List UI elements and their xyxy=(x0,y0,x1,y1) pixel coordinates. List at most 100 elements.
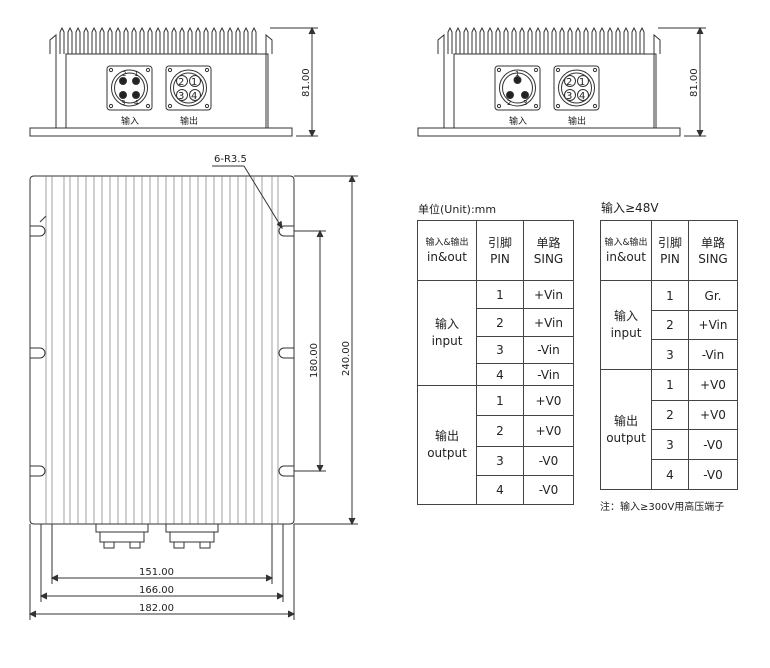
table1-h1-cn: 输入&输出 xyxy=(425,237,469,248)
table1-signal: -V0 xyxy=(523,446,574,476)
front-view-1 xyxy=(29,26,318,138)
fin xyxy=(139,26,145,54)
front-view-1-base xyxy=(29,127,293,137)
table-row: 2 +V0 xyxy=(418,415,574,447)
table2: 输入&输出 in&out 引脚 PIN 单路 SING 输入 input 1 G… xyxy=(600,220,738,490)
fin xyxy=(115,26,121,54)
front-view-2-body xyxy=(453,53,657,129)
table2-group-input-cn: 输入 xyxy=(613,309,638,323)
table2-group-output: 输出 output xyxy=(600,369,652,490)
table1-pin: 4 xyxy=(476,363,524,386)
table2-header-col1: 输入&输出 in&out xyxy=(600,220,652,281)
table2-signal: -Vin xyxy=(688,339,738,370)
table-row: 2 +V0 xyxy=(601,400,738,430)
table1-group-output: 输出 output xyxy=(417,385,477,505)
fin xyxy=(123,26,129,54)
table2-h1-cn: 输入&输出 xyxy=(604,237,648,248)
table1-h2-cn: 引脚 xyxy=(487,235,512,250)
fv1-output-label: 输出 xyxy=(180,115,198,127)
fin xyxy=(535,26,541,54)
dim-151 xyxy=(50,524,274,584)
fin xyxy=(187,26,193,54)
fin xyxy=(243,26,249,54)
table1-header-col3: 单路 SING xyxy=(523,220,574,281)
front-view-1-height-dimension xyxy=(270,26,318,138)
fin xyxy=(211,26,217,54)
fin xyxy=(559,26,565,54)
front-view-2-input-connector xyxy=(494,65,541,111)
fv2-out-pin-a: 2 xyxy=(566,77,572,88)
table-row: 2 +Vin xyxy=(601,310,738,340)
table1-pin: 2 xyxy=(476,308,524,337)
fin xyxy=(591,26,597,54)
fin xyxy=(511,26,517,54)
fv1-in-pin-b: 1 xyxy=(134,70,138,78)
front-view-1-body xyxy=(65,53,269,129)
fin xyxy=(463,26,469,54)
table1-signal: -Vin xyxy=(523,363,574,386)
table1-h3-cn: 单路 xyxy=(536,235,561,250)
fin xyxy=(163,26,169,54)
table1-pin: 1 xyxy=(476,280,524,309)
table1-pin: 3 xyxy=(476,336,524,364)
table2-signal: -V0 xyxy=(688,429,738,460)
table1-h3-en: SING xyxy=(533,251,564,266)
table1-h2-en: PIN xyxy=(490,251,510,266)
front-view-1-fins xyxy=(49,33,273,128)
front-view-2-height-dimension xyxy=(658,26,706,138)
table1-caption: 单位(Unit):mm xyxy=(418,203,497,216)
front-view-2 xyxy=(417,26,706,138)
dim-180 xyxy=(294,229,326,473)
fin xyxy=(479,26,485,54)
dim-166-label: 166.00 xyxy=(139,585,174,596)
table2-pin: 3 xyxy=(651,429,689,460)
fin xyxy=(495,26,501,54)
table2-note: 注：输入≥300V用高压端子 xyxy=(600,502,725,513)
table1-header-row: 输入&输出 in&out 引脚 PIN 单路 SING xyxy=(417,220,574,281)
fin xyxy=(75,26,81,54)
table1: 输入&输出 in&out 引脚 PIN 单路 SING 输入 input 1 +… xyxy=(417,220,574,505)
table2-pin: 1 xyxy=(651,280,689,311)
dim-166 xyxy=(39,524,285,602)
fin xyxy=(59,26,65,54)
front-view-1-input-connector xyxy=(106,65,153,111)
top-view-fin-array xyxy=(45,176,279,524)
fv1-in-pin-d: 4 xyxy=(134,99,139,107)
top-view-connectors xyxy=(95,523,219,549)
table1-signal: +V0 xyxy=(523,385,574,416)
table-row: 输入 input 1 +Vin xyxy=(417,280,574,386)
fin xyxy=(195,26,201,54)
fin xyxy=(623,26,629,54)
table2-signal: +V0 xyxy=(688,369,738,401)
table-row: 3 -Vin xyxy=(601,339,738,370)
table-row: 4 -V0 xyxy=(418,475,574,505)
fv2-in-pin-c: 3 xyxy=(523,99,527,107)
fv2-out-pin-d: 4 xyxy=(579,91,585,102)
table-row: 输入 input 1 Gr. xyxy=(600,280,738,370)
dim-182-label: 182.00 xyxy=(139,603,174,614)
table1-group-output-en: output xyxy=(427,446,467,460)
fv2-in-pin-a: 1 xyxy=(515,70,519,78)
table2-pin: 4 xyxy=(651,459,689,490)
fv2-out-pin-c: 3 xyxy=(566,91,572,102)
hole-callout-label: 6-R3.5 xyxy=(214,154,247,165)
table1-header-col2: 引脚 PIN xyxy=(476,220,524,281)
dim-81-label-1: 81.00 xyxy=(301,68,312,97)
front-view-2-fin-array xyxy=(447,26,645,54)
fv2-output-label: 输出 xyxy=(568,115,586,127)
table-row: 2 +Vin xyxy=(418,308,574,337)
table-row: 输出 output 1 +V0 xyxy=(600,369,738,490)
fin xyxy=(147,26,153,54)
table1-group-input: 输入 input xyxy=(417,280,477,386)
dim-151-label: 151.00 xyxy=(139,567,174,578)
fin xyxy=(583,26,589,54)
fin xyxy=(171,26,177,54)
table2-signal: Gr. xyxy=(688,280,738,311)
fin xyxy=(607,26,613,54)
fin xyxy=(67,26,73,54)
fin xyxy=(527,26,533,54)
table2-signal: +V0 xyxy=(688,400,738,430)
fin xyxy=(179,26,185,54)
table2-signal: +Vin xyxy=(688,310,738,340)
table1-group-input-en: input xyxy=(431,334,463,348)
